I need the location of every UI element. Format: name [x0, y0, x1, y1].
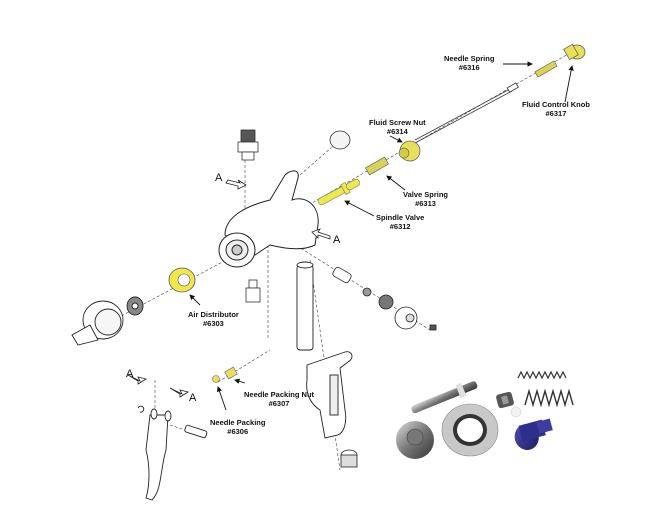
cap-plug-part — [329, 130, 351, 150]
callout-part-number: #6313 — [415, 199, 436, 208]
callout-part-number: #6303 — [202, 319, 224, 328]
callout-part-number: #6312 — [389, 222, 411, 231]
air-fitting-part — [237, 129, 259, 161]
valve-spring-part — [365, 156, 389, 176]
view-marker-a: A — [215, 172, 223, 184]
air-tube-part — [296, 261, 314, 351]
callout-name: Air Distributor — [188, 310, 239, 319]
air-distributor-part — [168, 267, 196, 293]
callout-fluid-screw-nut: Fluid Screw Nut #6314 — [369, 118, 426, 136]
callout-part-number: #6317 — [545, 109, 567, 118]
view-marker-a: A — [333, 234, 341, 246]
callout-name: Spindle Valve — [376, 213, 425, 222]
needle-packing-nut-part — [224, 366, 238, 380]
callout-valve-spring: Valve Spring #6313 — [403, 190, 448, 208]
callout-air-distributor: Air Distributor #6303 — [188, 310, 239, 328]
callout-needle-spring: Needle Spring #6316 — [444, 54, 494, 72]
view-arrows — [127, 179, 331, 398]
needle-part — [414, 82, 519, 144]
view-marker-a: A — [189, 392, 197, 404]
rebuild-kit-photo — [396, 370, 574, 459]
trigger-part — [137, 405, 208, 501]
callout-name: Needle Spring — [444, 54, 495, 63]
callout-name: Fluid Control Knob — [522, 100, 590, 109]
callout-leaders — [189, 61, 574, 411]
callout-fluid-control-knob: Fluid Control Knob #6317 — [522, 100, 590, 118]
gun-body-part — [218, 170, 319, 268]
air-valve-parts — [332, 266, 437, 331]
callout-name: Valve Spring — [403, 190, 449, 199]
callout-part-number: #6314 — [386, 127, 408, 136]
callout-name: Needle Packing — [210, 418, 266, 427]
fluid-control-knob-part — [563, 43, 586, 61]
bottom-fitting-part — [340, 449, 358, 468]
air-cap-part — [71, 300, 124, 346]
needle-packing-part — [212, 375, 220, 383]
needle-spring-part — [534, 60, 558, 78]
valve-fitting-part — [245, 279, 261, 303]
callout-needle-packing: Needle Packing #6306 — [210, 418, 265, 436]
handle-grip-part — [306, 351, 353, 439]
fluid-screw-nut-part — [398, 140, 421, 162]
callout-needle-packing-nut: Needle Packing Nut #6307 — [244, 390, 314, 408]
callout-name: Needle Packing Nut — [244, 390, 315, 399]
callout-part-number: #6306 — [227, 427, 249, 436]
callout-name: Fluid Screw Nut — [369, 118, 426, 127]
callout-part-number: #6307 — [268, 399, 290, 408]
nozzle-part — [126, 296, 144, 316]
spindle-valve-part — [317, 178, 361, 206]
callout-part-number: #6316 — [458, 63, 480, 72]
view-marker-a: A — [126, 368, 134, 380]
callout-spindle-valve: Spindle Valve #6312 — [376, 213, 424, 231]
